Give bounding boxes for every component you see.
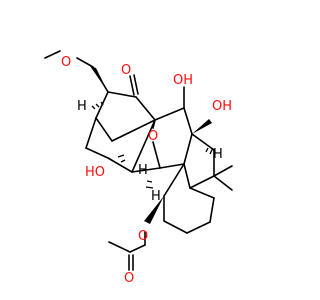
atom-labels: O O OH OH O HO O O H H H H <box>61 55 232 286</box>
skeleton-bonds <box>44 50 233 271</box>
atom-label-h-right: H <box>213 147 223 162</box>
wedge-bond <box>90 66 108 92</box>
stereo-hashes <box>91 101 214 189</box>
atom-label-h-upper-left: H <box>77 99 87 114</box>
wedge-bond <box>144 196 164 224</box>
molecular-structure-diagram: O O OH OH O HO O O H H H H <box>44 50 233 286</box>
atom-label-oh-right: OH <box>212 99 232 114</box>
wedge-bond <box>192 119 212 134</box>
atom-label-o-methoxy: O <box>61 55 71 70</box>
atom-label-o-acetate: O <box>138 229 148 244</box>
atom-label-ho-left: HO <box>85 165 105 180</box>
atom-label-h-center-left: H <box>138 163 148 178</box>
atom-label-o-carbonyl: O <box>124 271 134 286</box>
atom-label-h-center: H <box>151 189 161 204</box>
atom-label-o-bridge: O <box>148 129 158 144</box>
atom-label-o-ketone: O <box>121 63 131 78</box>
atom-label-oh-top: OH <box>173 73 193 88</box>
stereo-wedges <box>90 66 212 224</box>
